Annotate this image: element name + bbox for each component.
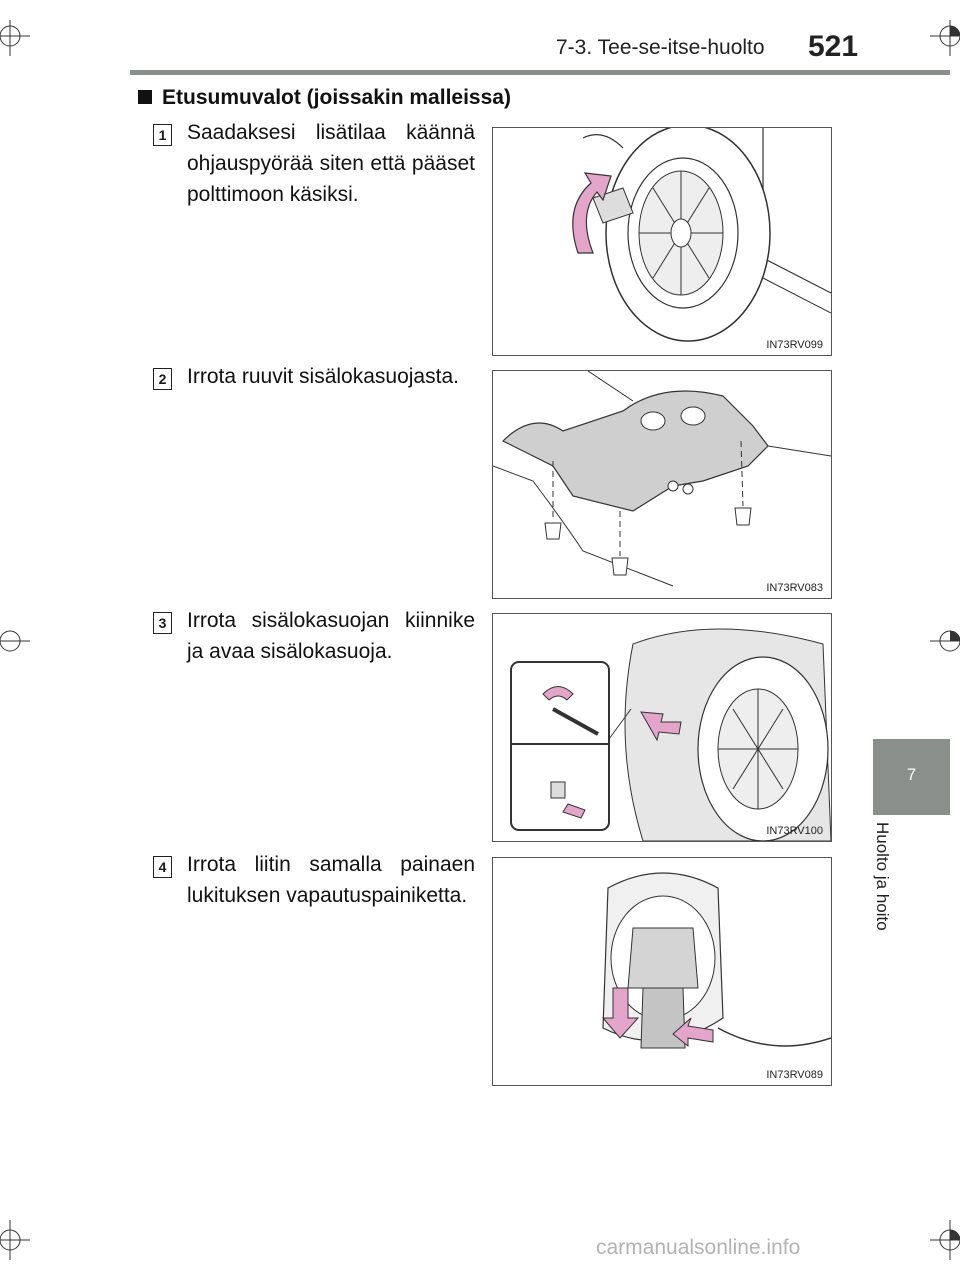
- figure-step-4: IN73RV089: [492, 857, 832, 1086]
- step-text-4: Irrota liitin samalla painaen lukituksen…: [187, 853, 475, 907]
- chapter-title: Huolto ja hoito: [873, 822, 892, 931]
- rotate-arrow-icon: [542, 686, 574, 701]
- step-text-1: Saadaksesi lisätilaa käännä ohjauspyörää…: [187, 121, 475, 206]
- step-number-2: 2: [153, 368, 172, 390]
- figure-code-4: IN73RV089: [766, 1069, 823, 1081]
- watermark: carmanualsonline.info: [596, 1236, 801, 1259]
- press-release-arrow-icon: [672, 1017, 714, 1048]
- square-bullet-icon: [138, 90, 152, 104]
- step-number-1: 1: [153, 124, 172, 146]
- figure-code-3: IN73RV100: [766, 825, 823, 837]
- fog-light-connector-illustration: [601, 872, 831, 1049]
- figure-code-2: IN73RV083: [766, 582, 823, 594]
- pull-arrow-icon: [562, 803, 586, 819]
- fender-clip-illustration: [510, 628, 831, 841]
- turn-arrow-icon: [572, 172, 612, 254]
- header-rule: [130, 70, 950, 75]
- step-text-3: Irrota sisälokasuojan kiinnike ja avaa s…: [187, 609, 475, 663]
- running-header-section: 7-3. Tee-se-itse-huolto: [556, 36, 765, 59]
- wheel-turn-illustration: [572, 128, 831, 342]
- figure-step-3: IN73RV100: [492, 613, 832, 842]
- figure-step-1: IN73RV099: [492, 127, 832, 356]
- open-arrow-icon: [640, 711, 682, 742]
- step-text-2: Irrota ruuvit sisälokasuojasta.: [187, 365, 459, 388]
- chapter-number: 7: [906, 765, 917, 784]
- chapter-tab: 7: [873, 739, 950, 815]
- section-title: Etusumuvalot (joissakin malleissa): [138, 86, 511, 110]
- page-number: 521: [808, 30, 859, 63]
- figure-code-1: IN73RV099: [766, 339, 823, 351]
- step-number-4: 4: [153, 856, 172, 878]
- step-number-3: 3: [153, 612, 172, 634]
- inner-fender-screws-illustration: [493, 371, 831, 587]
- section-title-text: Etusumuvalot (joissakin malleissa): [162, 86, 511, 109]
- figure-step-2: IN73RV083: [492, 370, 832, 599]
- chapter-title-vertical: Huolto ja hoito: [872, 822, 902, 962]
- pull-down-arrow-icon: [601, 987, 640, 1039]
